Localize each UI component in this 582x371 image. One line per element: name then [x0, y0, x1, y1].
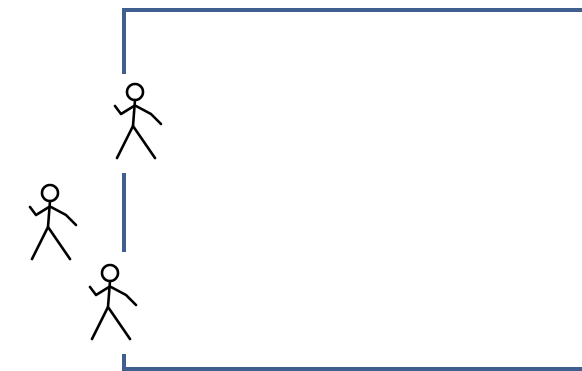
room-boundary	[124, 10, 582, 369]
figure-head	[42, 185, 58, 201]
figure-head	[102, 265, 118, 281]
figure-right-leg	[108, 307, 130, 339]
figure-head	[127, 84, 143, 100]
stick-figure-at-doorway-icon	[115, 84, 161, 158]
figure-right-leg	[133, 126, 155, 158]
figure-left-leg	[32, 227, 48, 259]
figure-raised-arm	[90, 287, 109, 295]
figure-lowered-arm	[111, 287, 136, 305]
room-top-wall	[124, 10, 582, 74]
figure-left-leg	[117, 126, 133, 158]
figure-lowered-arm	[136, 106, 161, 124]
figure-raised-arm	[30, 207, 49, 215]
figure-body	[108, 281, 110, 307]
figure-body	[48, 201, 50, 227]
figure-left-leg	[92, 307, 108, 339]
room-bottom-wall	[124, 354, 582, 369]
figure-right-leg	[48, 227, 70, 259]
stick-figure-outside-lower-icon	[90, 265, 136, 339]
figure-raised-arm	[115, 106, 134, 114]
figure-lowered-arm	[51, 207, 76, 225]
figure-body	[133, 100, 135, 126]
stick-figure-outside-left-icon	[30, 185, 76, 259]
